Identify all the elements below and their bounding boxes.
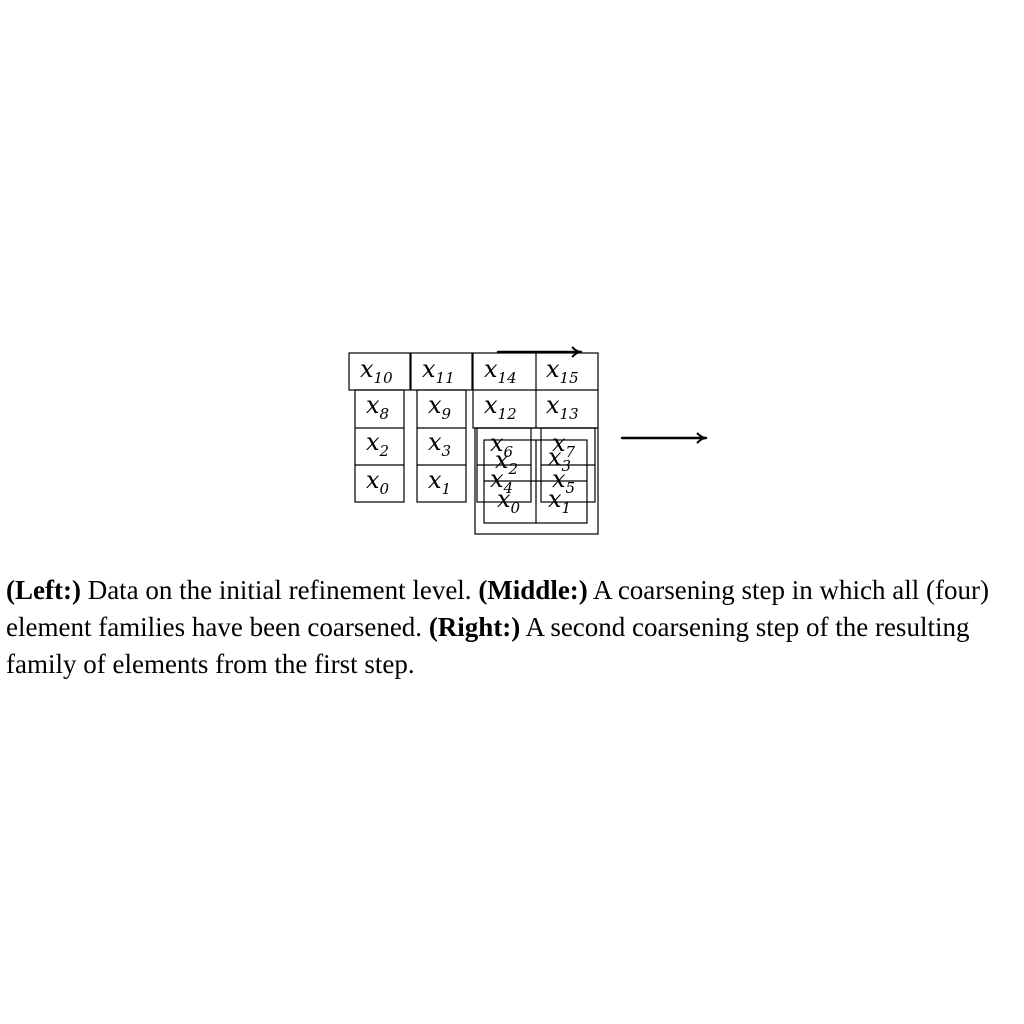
caption-middle-text: A coarsening step in which all (four) el… [6, 575, 989, 642]
cell-label-x13: x13 [546, 391, 579, 423]
cell-label-x0: x0 [366, 466, 390, 498]
caption-left-label: (Left:) [6, 575, 81, 605]
cell-label-x2: x2 [366, 428, 389, 460]
cell-label-x9: x9 [428, 391, 452, 423]
cell-label-right-x3: x3 [548, 443, 571, 475]
cell-label-x7: x7 [552, 429, 576, 461]
figure-caption: (Left:) Data on the initial refinement l… [6, 572, 1020, 683]
cell-label-x4: x4 [490, 465, 513, 497]
cell-label-x1: x1 [428, 466, 451, 498]
cell-label-right-x1: x1 [548, 485, 571, 517]
cell-label-x15: x15 [546, 355, 579, 387]
cell-label-x8: x8 [366, 391, 389, 423]
caption-middle-label: (Middle:) [478, 575, 588, 605]
cell-label-right-x0: x0 [497, 485, 521, 517]
caption-right-label: (Right:) [428, 612, 521, 642]
caption-right-text: A second coarsening step of the resultin… [6, 612, 970, 679]
caption-left-text: Data on the initial refinement level. [80, 575, 479, 605]
left-grid: x10 x11 x8 x9 x2 x3 x0 x1 [348, 352, 473, 503]
cell-label-x5: x5 [552, 465, 575, 497]
cell-label-x10: x10 [360, 355, 393, 387]
cell-label-x14: x14 [484, 355, 517, 387]
cell-label-x11: x11 [422, 355, 455, 387]
right-grid: x2 x3 x0 x1 [474, 427, 599, 535]
cell-label-right-x2: x2 [495, 446, 518, 478]
cell-label-x3: x3 [428, 428, 451, 460]
cell-label-x6: x6 [490, 429, 514, 461]
cell-label-x12: x12 [484, 391, 517, 423]
middle-grid: x14 x15 x12 x13 x6 x7 x4 x5 [472, 352, 599, 503]
